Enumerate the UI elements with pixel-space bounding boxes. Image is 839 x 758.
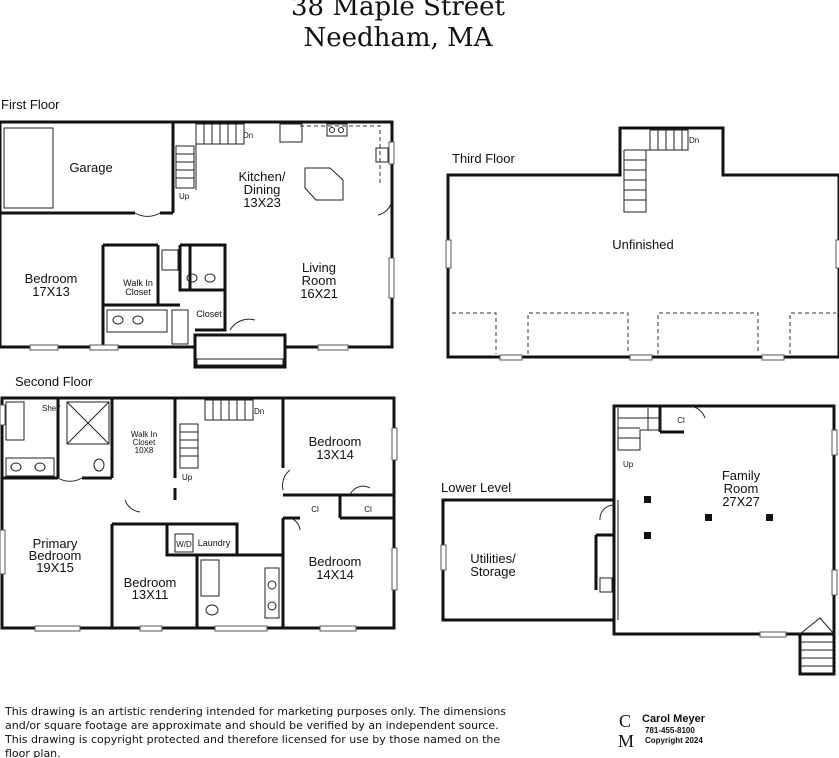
closet-2f-label-2: Cl bbox=[364, 505, 372, 514]
third-floor-stairs: Dn bbox=[623, 129, 699, 213]
kitchen-counter bbox=[300, 125, 381, 185]
disclaimer-line-1: This drawing is an artistic rendering in… bbox=[4, 705, 506, 718]
third-floor-outline bbox=[446, 126, 839, 359]
lower-level-outline bbox=[612, 404, 836, 636]
stairs-3f-dn-label: Dn bbox=[689, 136, 699, 145]
second-floor-label: Second Floor bbox=[15, 374, 93, 389]
shelf-label: Shelf bbox=[42, 404, 61, 413]
wd-label: W/D bbox=[176, 540, 192, 549]
kitchen-label-3: 13X23 bbox=[243, 195, 281, 210]
company-logo: C M Carol Meyer 781-455-8100 Copyright 2… bbox=[618, 711, 706, 751]
walkin-closet-1f-label-1: Walk In bbox=[123, 278, 153, 288]
utilities-outline bbox=[441, 498, 616, 622]
logo-phone: 781-455-8100 bbox=[645, 726, 695, 735]
range bbox=[326, 123, 348, 137]
second-floor-stairs: Dn Up bbox=[179, 399, 264, 482]
living-room-label-3: 16X21 bbox=[300, 286, 338, 301]
bathtub-2f bbox=[5, 401, 25, 441]
laundry-label: Laundry bbox=[198, 538, 231, 548]
address-street: 38 Maple Street bbox=[291, 0, 506, 22]
primary-bedroom-label-2: Bedroom bbox=[29, 548, 82, 563]
bedroom-1f-label-2: 17X13 bbox=[32, 284, 70, 299]
toilet-1f-a bbox=[186, 273, 198, 283]
shower-2f bbox=[66, 401, 110, 445]
kitchen-sink bbox=[375, 147, 389, 163]
bedroom-s-label-1: Bedroom bbox=[124, 575, 177, 590]
bedroom-1f-label-1: Bedroom bbox=[25, 271, 78, 286]
family-room-label-3: 27X27 bbox=[722, 494, 760, 509]
bedroom-ne-label-1: Bedroom bbox=[309, 434, 362, 449]
disclaimer-line-4: floor plan. bbox=[5, 747, 61, 758]
stairs-dn-label: Dn bbox=[243, 131, 253, 140]
bathtub-2f-b bbox=[200, 559, 220, 597]
closet-2f-label-1: Cl bbox=[311, 505, 319, 514]
living-room-label-2: Room bbox=[302, 273, 337, 288]
garage-car-outline bbox=[3, 127, 54, 209]
disclaimer: This drawing is an artistic rendering in… bbox=[4, 705, 506, 758]
logo-copyright: Copyright 2024 bbox=[645, 736, 703, 745]
bedroom-ne-label-2: 13X14 bbox=[316, 447, 354, 462]
vanity-2f bbox=[5, 457, 55, 477]
stairs-up-label: Up bbox=[179, 192, 190, 201]
first-floor-label: First Floor bbox=[1, 97, 60, 112]
disclaimer-line-2: and/or square footage are approximate an… bbox=[5, 719, 499, 732]
fridge bbox=[279, 123, 303, 143]
washer-dryer bbox=[174, 533, 194, 553]
column-4 bbox=[766, 514, 773, 521]
bulkhead-stairs bbox=[798, 617, 836, 676]
third-floor-label: Third Floor bbox=[452, 151, 516, 166]
walkin-closet-2f-label-3: 10X8 bbox=[135, 446, 154, 455]
disclaimer-line-3: This drawing is copyright protected and … bbox=[4, 733, 500, 746]
lower-level-plan: Lower Level Up Cl Family Room 27X27 Util… bbox=[440, 404, 838, 676]
lower-level-stairs: Up bbox=[617, 408, 661, 469]
second-floor-plan: Second Floor Shelf Walk In Closet 10X8 D… bbox=[0, 374, 398, 632]
first-floor-plan: First Floor Garage Dn Up Kitchen/ Dining… bbox=[0, 97, 395, 369]
address-city: Needham, MA bbox=[304, 23, 494, 53]
logo-name: Carol Meyer bbox=[642, 713, 706, 725]
third-floor-plan: Third Floor Dn Unfinished bbox=[445, 126, 839, 361]
kitchen-label-2: Dining bbox=[244, 182, 281, 197]
toilet-2f bbox=[93, 458, 105, 472]
family-room-label-1: Family bbox=[722, 468, 761, 483]
bedroom-se-label-1: Bedroom bbox=[309, 554, 362, 569]
utilities-label-1: Utilities/ bbox=[470, 551, 516, 566]
primary-bedroom-label-1: Primary bbox=[33, 536, 78, 551]
utilities-label-2: Storage bbox=[470, 564, 516, 579]
stairs-2f-dn-label: Dn bbox=[254, 407, 264, 416]
unfinished-label: Unfinished bbox=[612, 237, 673, 252]
bathtub-1f bbox=[171, 309, 189, 345]
utility-sink bbox=[599, 577, 613, 593]
walkin-closet-2f-label-1: Walk In bbox=[131, 430, 157, 439]
vanity bbox=[106, 309, 168, 333]
primary-bedroom-label-3: 19X15 bbox=[36, 560, 74, 575]
logo-mark-m: M bbox=[618, 731, 634, 751]
column-2 bbox=[705, 514, 712, 521]
walkin-closet-2f-label-2: Closet bbox=[133, 438, 156, 447]
lower-level-label: Lower Level bbox=[441, 480, 511, 495]
toilet-1f-b bbox=[204, 273, 216, 283]
column-1 bbox=[644, 496, 651, 503]
bedroom-se-label-2: 14X14 bbox=[316, 567, 354, 582]
shower-1f bbox=[161, 249, 179, 271]
closet-ll-label: Cl bbox=[677, 416, 685, 425]
bedroom-s-label-2: 13X11 bbox=[132, 587, 169, 602]
walkin-closet-1f-label-2: Closet bbox=[125, 287, 151, 297]
stairs-2f-up-label: Up bbox=[182, 473, 193, 482]
first-floor-stairs: Dn Up bbox=[175, 123, 253, 201]
closet-1f-label: Closet bbox=[196, 309, 222, 319]
stairs-ll-up-label: Up bbox=[623, 460, 634, 469]
family-room-label-2: Room bbox=[724, 481, 759, 496]
kitchen-island bbox=[304, 167, 344, 201]
garage-label: Garage bbox=[69, 160, 112, 175]
living-room-label-1: Living bbox=[302, 260, 336, 275]
front-porch bbox=[193, 333, 287, 369]
logo-mark-c: C bbox=[619, 711, 631, 731]
kitchen-label-1: Kitchen/ bbox=[239, 169, 286, 184]
column-3 bbox=[644, 532, 651, 539]
